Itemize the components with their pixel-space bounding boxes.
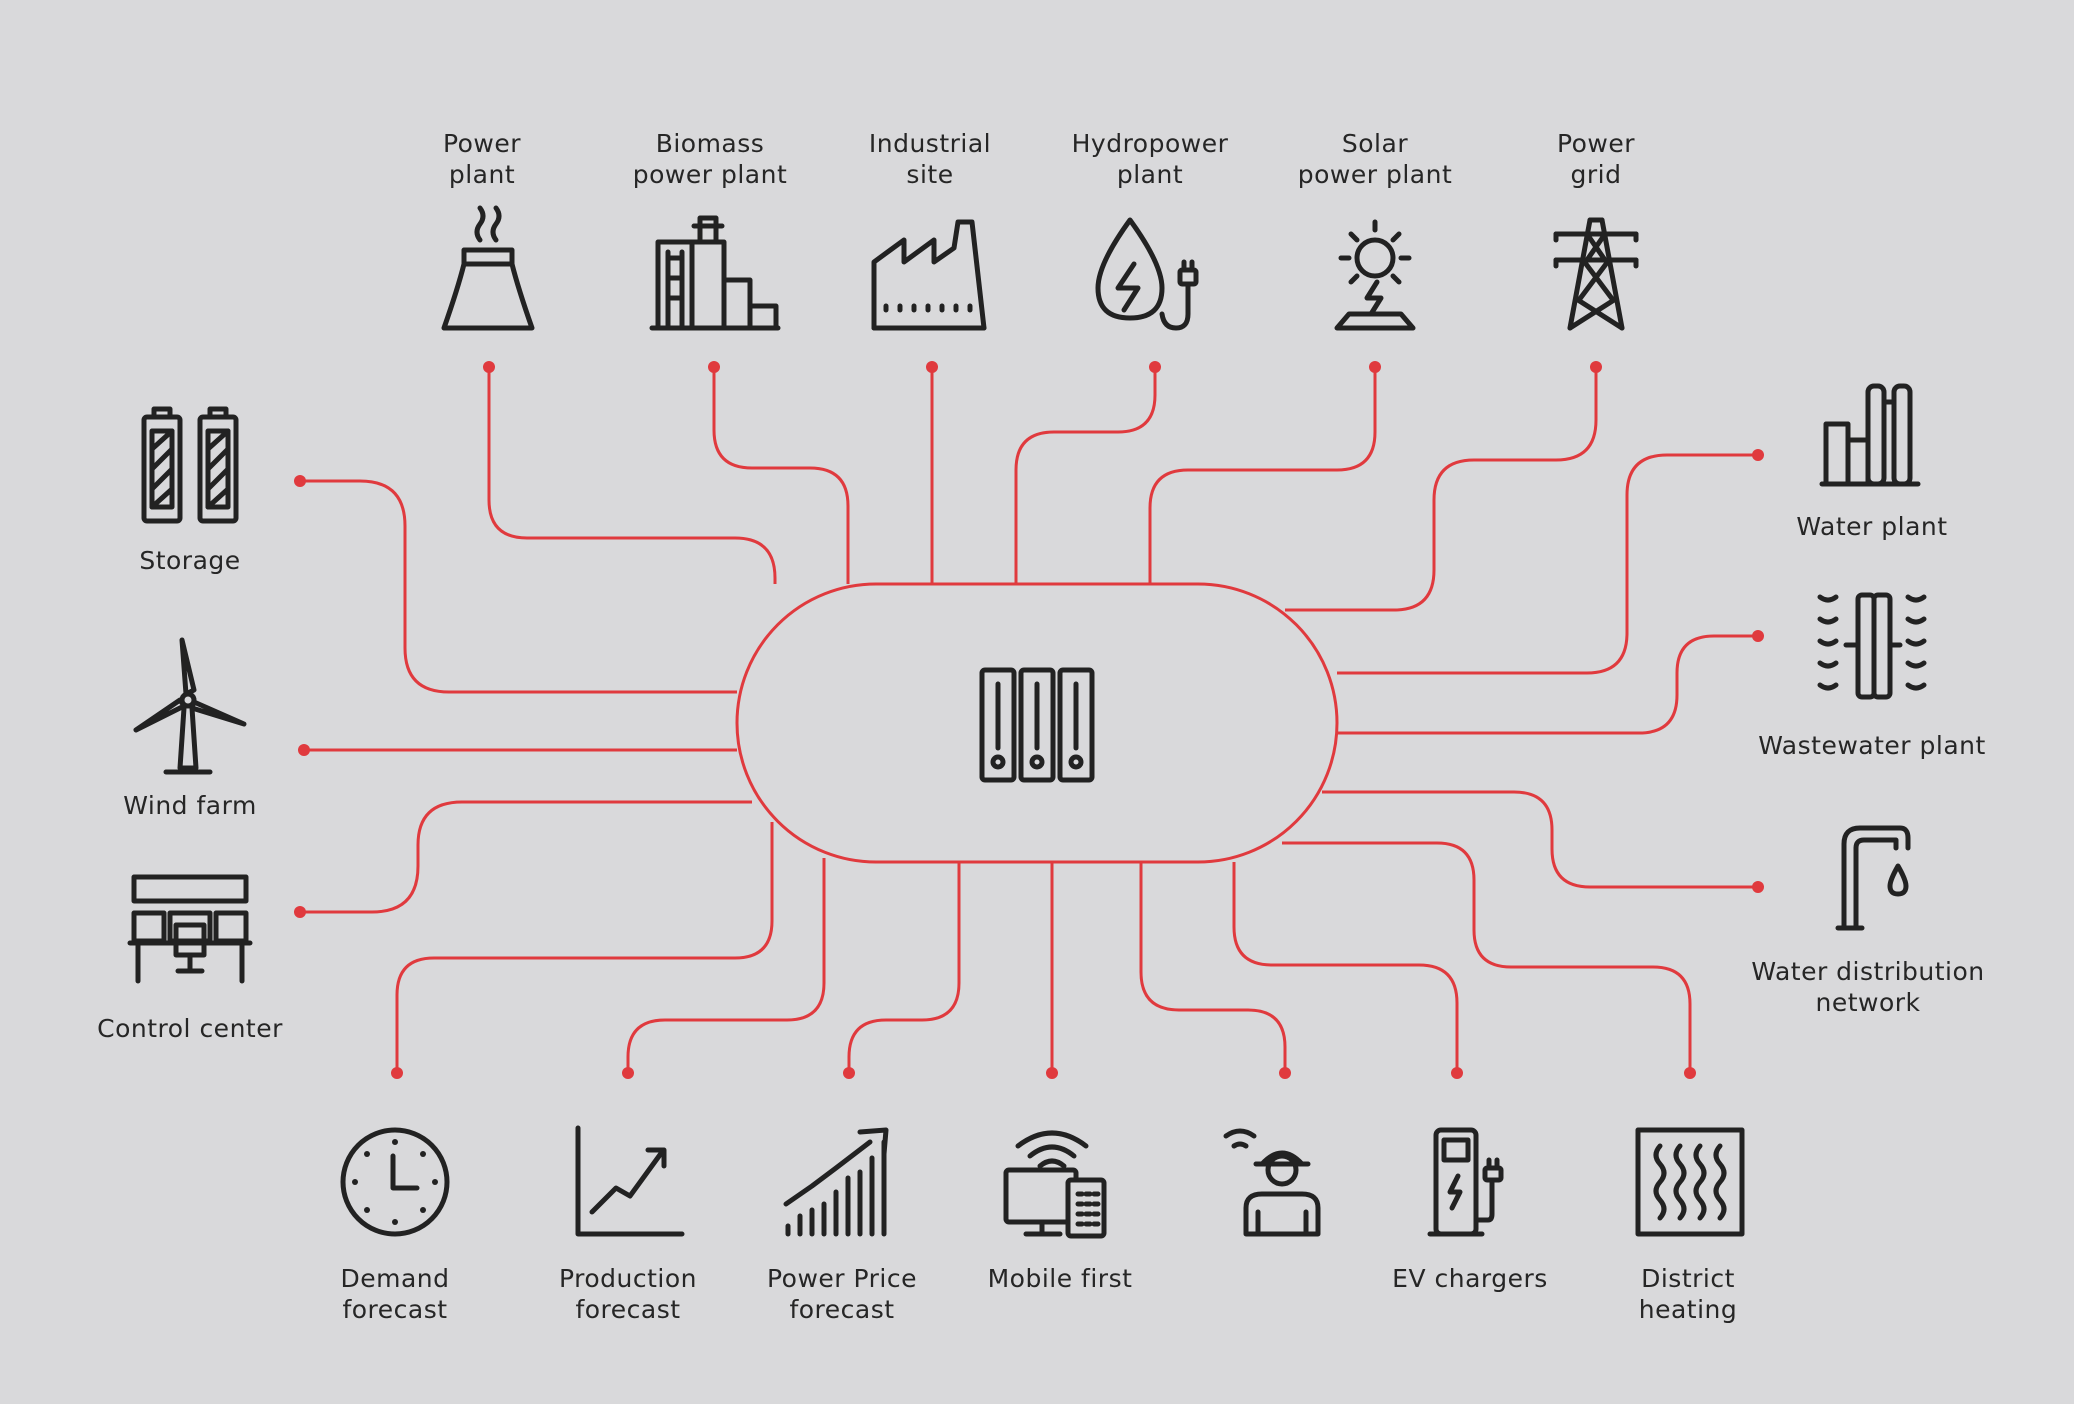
wastewater-plant-icon	[1817, 592, 1927, 700]
connector-biomass	[712, 367, 850, 584]
label-storage: Storage	[139, 546, 241, 575]
label-solar-power-plant: Solar power plant	[1297, 129, 1453, 189]
connector-water-plant	[1337, 453, 1758, 675]
connector-grid	[1285, 367, 1598, 612]
label-wind-farm: Wind farm	[123, 791, 257, 820]
label-ev-chargers: EV chargers	[1392, 1264, 1548, 1293]
ev-charger-icon	[1427, 1127, 1504, 1237]
connector-water-distribution	[1322, 790, 1758, 889]
cooling-tower-icon	[441, 205, 535, 331]
connector-hydropower	[1014, 367, 1157, 584]
label-industrial-site: Industrial site	[868, 129, 992, 189]
bar-chart-icon	[783, 1127, 889, 1237]
transmission-tower-icon	[1553, 217, 1639, 331]
connector-demand	[395, 822, 774, 1073]
connector-ev	[1232, 862, 1459, 1073]
label-power-price-forecast: Power Price forecast	[766, 1264, 918, 1324]
label-demand-forecast: Demand forecast	[340, 1264, 450, 1324]
connector-price	[847, 862, 961, 1073]
connector-heating	[1282, 841, 1692, 1073]
connector-field-worker	[1139, 862, 1287, 1073]
connector-power-plant	[487, 367, 777, 584]
district-heating-icon	[1635, 1127, 1745, 1237]
field-worker-icon	[1223, 1128, 1321, 1237]
label-biomass-power-plant: Biomass power plant	[632, 129, 788, 189]
clock-icon	[340, 1127, 450, 1237]
water-plant-icon	[1819, 383, 1921, 487]
label-district-heating: District heating	[1638, 1264, 1738, 1324]
solar-plant-icon	[1334, 219, 1416, 331]
water-tap-icon	[1835, 825, 1911, 931]
label-production-forecast: Production forecast	[558, 1264, 697, 1324]
label-water-distribution-network: Water distribution network	[1751, 957, 1985, 1017]
connector-solar	[1148, 367, 1377, 584]
mobile-devices-icon	[1003, 1130, 1107, 1239]
connector-storage	[300, 479, 737, 694]
factory-icon	[871, 219, 987, 331]
label-water-plant: Water plant	[1796, 512, 1948, 541]
connector-lines	[300, 367, 1758, 1073]
label-power-plant: Power plant	[442, 129, 522, 189]
battery-storage-icon	[141, 406, 239, 524]
connector-production	[626, 858, 826, 1073]
label-hydropower-plant: Hydropower plant	[1071, 129, 1229, 189]
line-chart-icon	[575, 1125, 685, 1237]
server-rack-icon	[979, 667, 1095, 783]
wind-turbine-icon	[133, 637, 247, 775]
label-wastewater-plant: Wastewater plant	[1758, 731, 1986, 760]
connector-control-center	[300, 800, 752, 914]
connector-wastewater	[1337, 634, 1758, 735]
label-control-center: Control center	[97, 1014, 283, 1043]
connector-endpoints	[294, 361, 1764, 1079]
hydropower-icon	[1095, 217, 1199, 331]
control-center-icon	[127, 874, 253, 984]
label-mobile-first: Mobile first	[987, 1264, 1133, 1293]
label-power-grid: Power grid	[1556, 129, 1636, 189]
biomass-plant-icon	[649, 215, 781, 331]
